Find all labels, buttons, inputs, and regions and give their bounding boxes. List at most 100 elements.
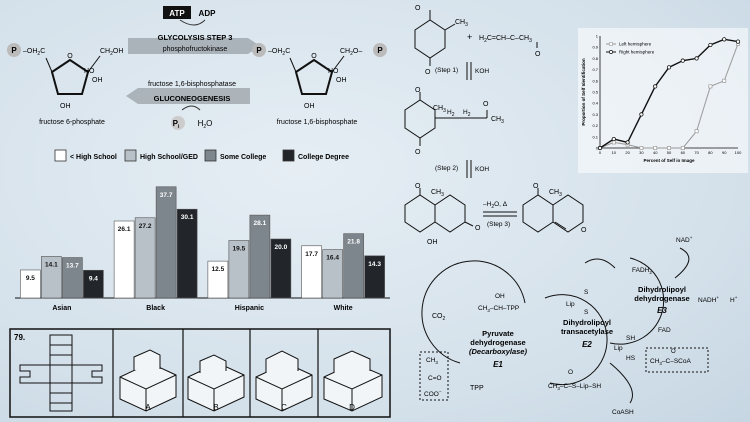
left-phosphate-circle <box>7 43 21 57</box>
right-ch2o-sub: 2 <box>350 51 353 57</box>
hydroxyethyl-tpp: CH <box>478 305 488 312</box>
e2-label: E2 <box>582 340 592 349</box>
aldol-o-right: O <box>475 225 481 232</box>
forward-enzyme: phosphofructokinase <box>163 46 228 53</box>
e2-name: Dihydrolipoyl <box>563 318 611 327</box>
hydroxyethyl-sub: 3 <box>487 308 490 313</box>
bar <box>364 255 385 299</box>
x-tick-label: 10 <box>612 150 617 155</box>
bar <box>134 217 156 299</box>
x-tick-label: 90 <box>722 150 727 155</box>
x-tick-label: 30 <box>639 150 644 155</box>
data-point <box>625 140 630 145</box>
acetyl-coa-sub: 3 <box>659 361 662 366</box>
data-point <box>694 129 699 134</box>
svg-text:CH3–CH–TPP: CH3–CH–TPP <box>478 305 519 313</box>
legend-label: High School/GED <box>140 154 198 161</box>
e1-name: Pyruvate <box>482 329 514 338</box>
svg-text:CH2OH: CH2OH <box>100 48 123 57</box>
aldol-o-top: O <box>415 183 421 190</box>
step1-label: (Step 1) <box>435 67 458 74</box>
bar <box>249 214 271 299</box>
acetyl-coa-o: O <box>671 349 676 355</box>
bar <box>228 240 250 299</box>
right-ch2o: CH <box>340 48 350 55</box>
svg-text:CH2O–: CH2O– <box>340 48 362 57</box>
co2-sub: 2 <box>443 316 446 322</box>
left-ho: HO <box>84 68 95 75</box>
y-tick-label: 0.4 <box>592 101 598 106</box>
data-point <box>666 65 672 70</box>
data-point <box>708 42 713 48</box>
right-oh-right: OH <box>336 77 347 84</box>
puzzle-frame <box>9 328 391 418</box>
water-o: O <box>206 119 212 128</box>
right-ring-o: O <box>311 53 317 60</box>
legend-swatch <box>54 149 67 162</box>
reactant-ch3-sub: 3 <box>465 22 468 28</box>
e1-name2: dehydrogenase <box>470 338 525 347</box>
bar-value-label: 17.7 <box>305 251 318 258</box>
x-tick-label: 70 <box>694 150 699 155</box>
final-o-top: O <box>533 183 539 190</box>
x-tick-label: 100 <box>735 150 742 155</box>
legend-swatch <box>282 149 295 162</box>
acetyl-lipoamide-sub: 3 <box>557 386 560 391</box>
reagent-sub: 2 <box>484 38 487 44</box>
left-bond-2 <box>87 55 101 73</box>
bar <box>41 256 62 299</box>
cycle-arcs <box>421 247 690 404</box>
bar <box>113 220 135 299</box>
bar-value-label: 13.7 <box>66 263 79 270</box>
bar <box>176 208 198 299</box>
left-oh-bottom: OH <box>60 103 71 110</box>
category-label: Asian <box>52 305 71 312</box>
water-h: H <box>198 119 204 128</box>
h-sup: + <box>735 295 738 300</box>
reduced-sh: SH <box>626 335 635 342</box>
svg-text:H2: H2 <box>463 109 471 118</box>
right-ring <box>294 58 334 95</box>
bar-value-label: 30.1 <box>181 214 194 221</box>
svg-text:NAD+: NAD+ <box>676 235 693 244</box>
x-tick-label: 60 <box>681 150 686 155</box>
data-point <box>680 58 685 63</box>
left-ch2oh-sub: 2 <box>110 51 113 57</box>
svg-text:Pi: Pi <box>173 119 180 130</box>
fadh2-label: FADH <box>632 267 650 274</box>
data-point <box>735 39 741 44</box>
bar-value-label: 14.1 <box>45 261 58 268</box>
nadh-sup: + <box>716 295 719 300</box>
pyruvate-complex-diagram: Pyruvate dehydrogenase (Decarboxylase) E… <box>419 235 738 416</box>
step1-koh: KOH <box>475 68 489 75</box>
atp-label: ATP <box>169 9 185 18</box>
bar <box>62 257 83 299</box>
y-tick-label: 1 <box>596 34 599 39</box>
pyruvate-ch3-sub: 3 <box>435 360 438 365</box>
bar <box>83 269 104 299</box>
bar <box>207 260 229 299</box>
pi-sub: i <box>178 124 180 130</box>
data-point <box>722 37 727 42</box>
gluconeogenesis-title: GLUCONEOGENESIS <box>154 94 231 103</box>
svg-text:CH3: CH3 <box>426 357 438 365</box>
y-tick-label: 0 <box>596 146 599 151</box>
svg-text:NADH+: NADH+ <box>698 295 719 304</box>
data-point <box>653 146 658 150</box>
intermediate-o-ketone: O <box>483 101 489 108</box>
svg-text:CH3–C–S–Lip–SH: CH3–C–S–Lip–SH <box>548 383 601 391</box>
final-ch3-sub: 3 <box>559 192 562 198</box>
pyruvate-coo: COO <box>424 391 439 398</box>
svg-text:–OH2C: –OH2C <box>268 48 290 57</box>
final-product <box>522 188 584 233</box>
left-ring-o: O <box>67 53 73 60</box>
svg-text:CH3: CH3 <box>455 19 468 28</box>
intermediate-end-ch3-sub: 3 <box>501 119 504 125</box>
data-point <box>611 136 616 142</box>
right-oh-bottom: OH <box>304 103 315 110</box>
option-label-b: B <box>213 403 218 412</box>
left-molecule-name: fructose 6-phosphate <box>39 119 105 126</box>
svg-text:COO−: COO− <box>424 389 442 398</box>
right-bond-1 <box>289 57 297 73</box>
